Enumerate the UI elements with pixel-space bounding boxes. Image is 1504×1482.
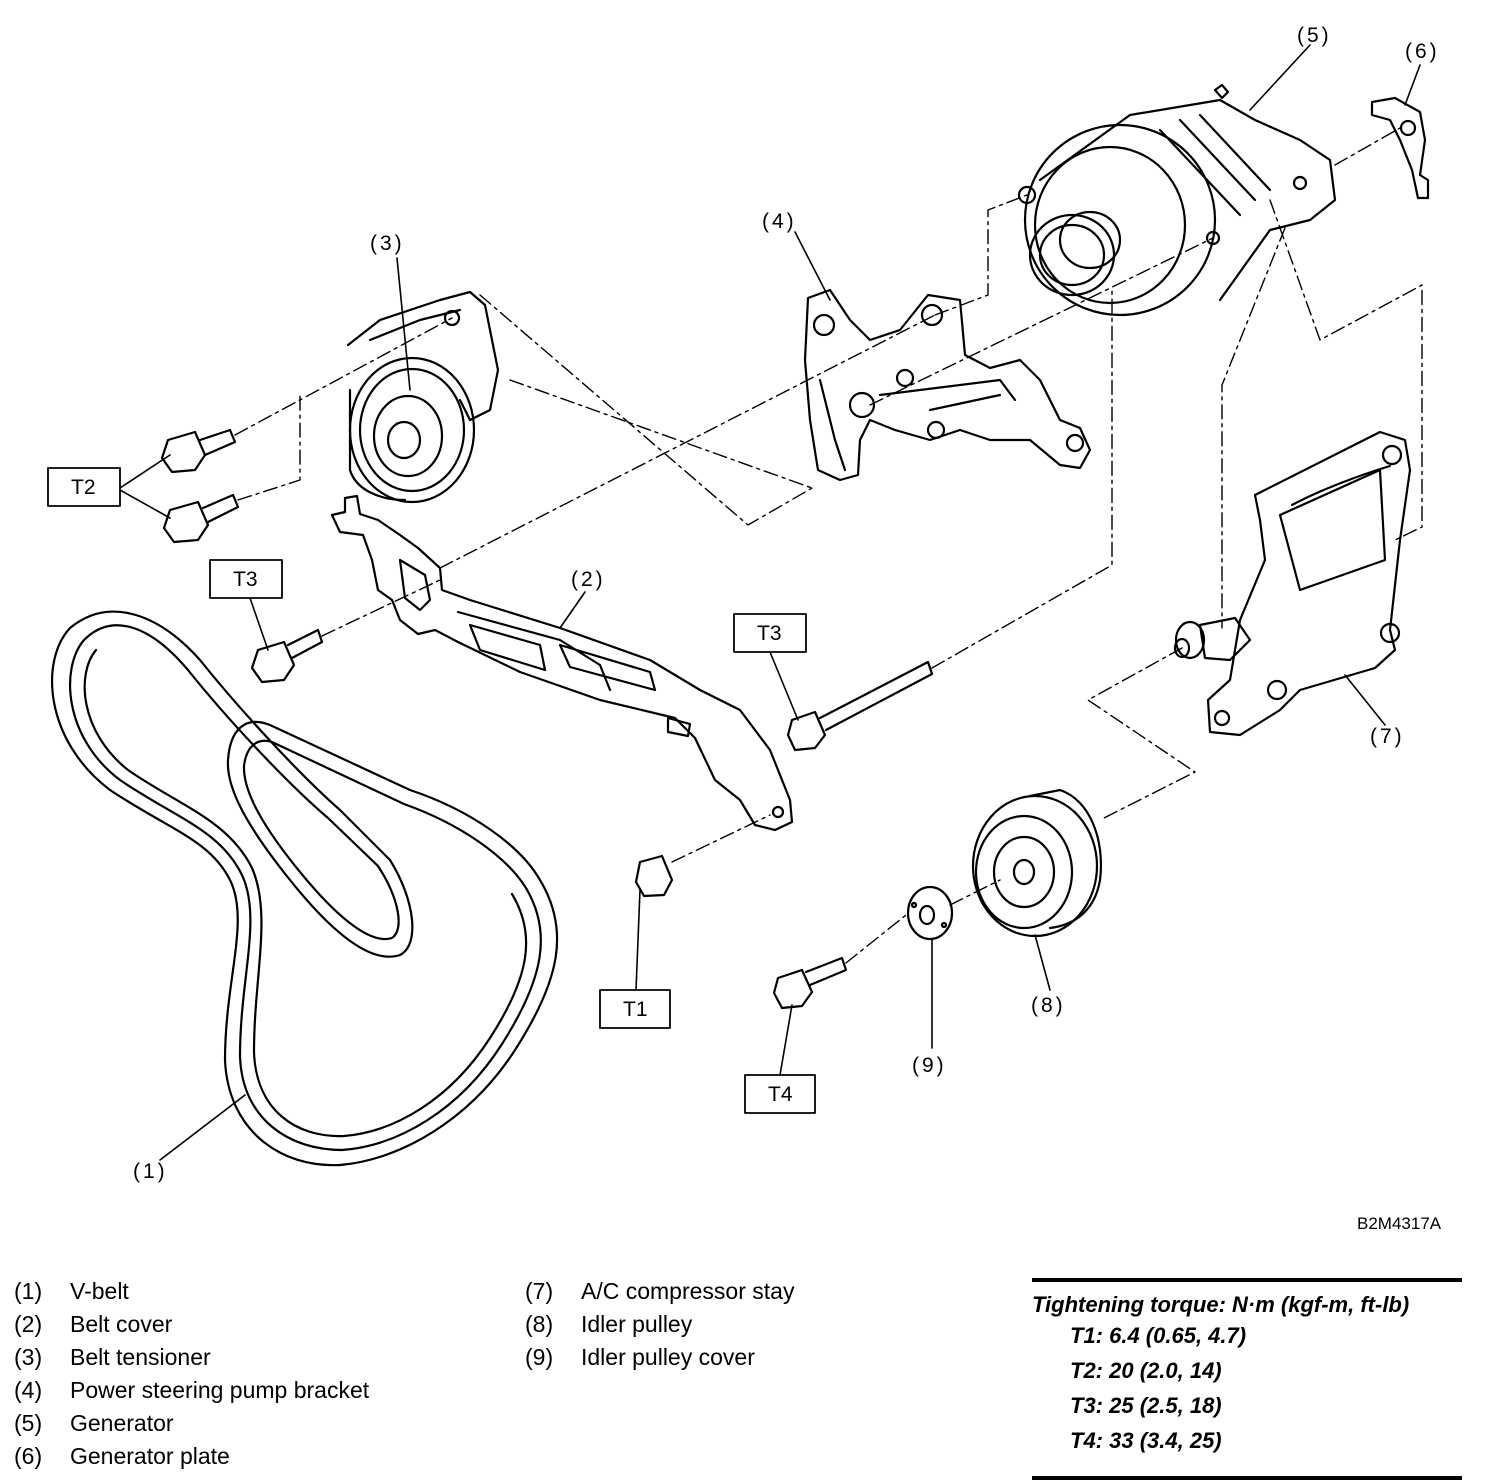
assembly-lines	[234, 127, 1423, 964]
bolt-t2-upper	[160, 428, 237, 474]
v-belt-part	[51, 610, 559, 1167]
ac-compressor-stay-part	[1173, 430, 1412, 737]
exploded-view-diagram: (1) (2) (3) (4) (5) (6) (7) (8) (9) T2 T…	[47, 24, 1440, 1183]
generator-plate-part	[1370, 96, 1430, 200]
bolt-t2-lower	[162, 493, 240, 544]
tightening-torque-table: Tightening torque: N·m (kgf-m, ft-lb) T1…	[1032, 1278, 1462, 1480]
legend-item: (9)Idler pulley cover	[525, 1344, 755, 1370]
torque-label-t3-left: T3	[233, 568, 258, 591]
torque-label-t1: T1	[623, 998, 648, 1021]
torque-spec-t4: T4: 33 (3.4, 25)	[1070, 1428, 1222, 1453]
parts-legend-right: (7)A/C compressor stay (8)Idler pulley (…	[525, 1275, 794, 1374]
torque-table-title: Tightening torque: N·m (kgf-m, ft-lb)	[1032, 1292, 1410, 1317]
callout-8: (8)	[1031, 994, 1066, 1017]
torque-spec-t2: T2: 20 (2.0, 14)	[1070, 1358, 1222, 1383]
belt-cover-part	[330, 494, 794, 832]
legend-item: (7)A/C compressor stay	[525, 1278, 795, 1304]
legend-item: (4)Power steering pump bracket	[14, 1377, 370, 1403]
power-steering-pump-bracket-part	[803, 288, 1092, 482]
legend-item: (5)Generator	[14, 1410, 174, 1436]
generator-part	[1017, 83, 1337, 317]
torque-label-t2: T2	[71, 476, 96, 499]
callout-leaders	[119, 44, 1421, 1161]
figure-code: B2M4317A	[1357, 1214, 1442, 1233]
callout-5: (5)	[1297, 24, 1332, 47]
callout-6: (6)	[1405, 40, 1440, 63]
parts-legend-left: (1)V-belt (2)Belt cover (3)Belt tensione…	[14, 1275, 369, 1473]
callout-3: (3)	[370, 232, 405, 255]
legend-item: (2)Belt cover	[14, 1311, 173, 1337]
legend-item: (1)V-belt	[14, 1278, 129, 1304]
torque-label-t3-right: T3	[757, 622, 782, 645]
torque-spec-t1: T1: 6.4 (0.65, 4.7)	[1070, 1323, 1247, 1348]
callout-2: (2)	[571, 568, 606, 591]
torque-spec-t3: T3: 25 (2.5, 18)	[1070, 1393, 1222, 1418]
callout-1: (1)	[133, 1160, 168, 1183]
callout-4: (4)	[762, 210, 797, 233]
bolt-t1	[634, 854, 674, 898]
bolt-t3-left	[250, 628, 324, 684]
bolt-t3-long	[786, 660, 934, 752]
legend-item: (6)Generator plate	[14, 1443, 230, 1469]
idler-pulley-part	[971, 788, 1102, 938]
idler-pulley-cover-part	[906, 885, 954, 941]
bolt-t4	[772, 956, 848, 1010]
torque-label-t4: T4	[768, 1083, 793, 1106]
legend-item: (8)Idler pulley	[525, 1311, 693, 1337]
torque-label-boxes	[47, 467, 816, 1114]
callout-7: (7)	[1370, 725, 1405, 748]
legend-item: (3)Belt tensioner	[14, 1344, 211, 1370]
belt-tensioner-part	[346, 290, 500, 504]
callout-9: (9)	[912, 1054, 947, 1077]
